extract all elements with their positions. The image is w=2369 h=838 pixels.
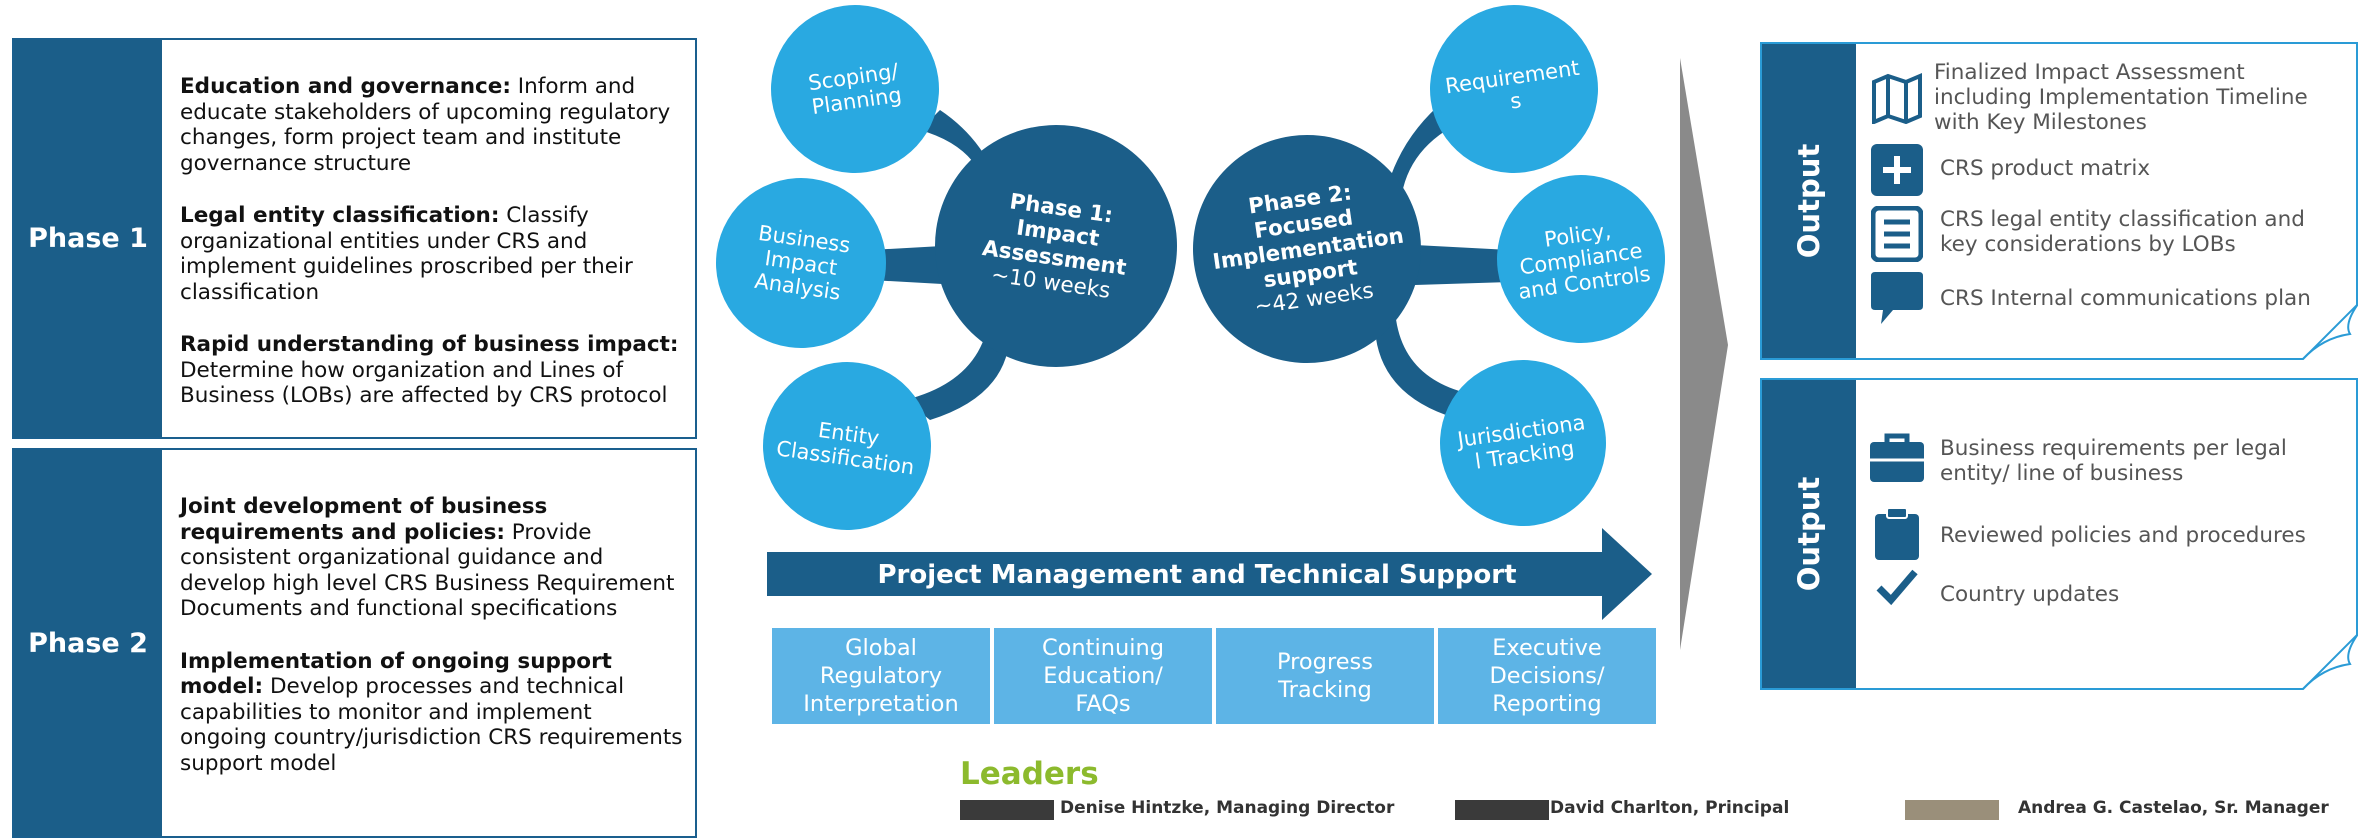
leader-photo xyxy=(1455,800,1549,820)
output-label-text: Output xyxy=(1792,476,1826,592)
plus-icon xyxy=(1869,142,1925,198)
item-text: Determine how organization and Lines of … xyxy=(180,357,668,409)
tile-progress-tracking: Progress Tracking xyxy=(1216,628,1434,724)
item-heading: Education and governance: xyxy=(180,74,511,99)
phase-2-item: Implementation of ongoing support model:… xyxy=(180,649,685,777)
page-curl xyxy=(2302,304,2358,360)
phase-1-description: Education and governance: Inform and edu… xyxy=(180,74,685,436)
leader-name: Denise Hintzke, Managing Director xyxy=(1060,798,1395,818)
item-text: Develop processes and technical capabili… xyxy=(180,674,683,776)
phase-2-panel: Phase 2 Joint development of business re… xyxy=(12,448,697,838)
phase-1-item: Rapid understanding of business impact: … xyxy=(180,332,685,409)
tile-label: Global Regulatory Interpretation xyxy=(803,635,959,717)
phase-1-panel: Phase 1 Education and governance: Inform… xyxy=(12,38,697,439)
tile-continuing-education: Continuing Education/ FAQs xyxy=(994,628,1212,724)
output-item: Reviewed policies and procedures xyxy=(1940,523,2306,548)
output-item: CRS product matrix xyxy=(1940,156,2151,181)
output-panel-2: Output Business requirements per legal e… xyxy=(1760,378,2358,690)
tile-global-regulatory: Global Regulatory Interpretation xyxy=(772,628,990,724)
tile-label: Executive Decisions/ Reporting xyxy=(1489,635,1605,717)
phase-1-item: Legal entity classification: Classify or… xyxy=(180,203,685,305)
node-label: Requirement s xyxy=(1443,55,1581,114)
phase-2-description: Joint development of business requiremen… xyxy=(180,494,685,803)
tile-label: Continuing Education/ FAQs xyxy=(1041,635,1165,717)
output-item: CRS Internal communications plan xyxy=(1940,286,2311,311)
item-heading: Rapid understanding of business impact: xyxy=(180,332,679,357)
phase-1-label: Phase 1 xyxy=(14,40,162,437)
node-label: Scoping/ Planning xyxy=(806,58,904,120)
item-heading: Legal entity classification: xyxy=(180,203,500,228)
phase-1-item: Education and governance: Inform and edu… xyxy=(180,74,685,176)
output-label-text: Output xyxy=(1792,143,1826,259)
item-text: Classify organizational entities under C… xyxy=(180,203,633,305)
item-text: Inform and educate stakeholders of upcom… xyxy=(180,74,671,176)
output-item: Business requirements per legal entity/ … xyxy=(1940,436,2287,486)
project-management-label: Project Management and Technical Support xyxy=(877,560,1517,590)
item-heading: Joint development of business requiremen… xyxy=(180,494,548,545)
output-label: Output xyxy=(1762,44,1856,358)
phase-2-label: Phase 2 xyxy=(14,450,162,836)
node-label: Policy, Compliance and Controls xyxy=(1516,218,1652,304)
page-curl xyxy=(2302,634,2358,690)
output-item: CRS legal entity classification and key … xyxy=(1940,207,2305,257)
checkmark-icon xyxy=(1869,558,1925,614)
hub-title: Phase 2: Focused Implementation support xyxy=(1211,179,1406,293)
tile-executive-decisions: Executive Decisions/ Reporting xyxy=(1438,628,1656,724)
node-label: Jurisdictiona l Tracking xyxy=(1455,410,1587,474)
tile-label: Progress Tracking xyxy=(1276,649,1374,703)
output-label: Output xyxy=(1762,380,1856,688)
output-item: Finalized Impact Assessment including Im… xyxy=(1934,60,2308,135)
briefcase-icon xyxy=(1869,430,1925,486)
leader-name: David Charlton, Principal xyxy=(1550,798,1790,818)
document-icon xyxy=(1869,206,1925,262)
clipboard-icon xyxy=(1869,506,1925,562)
item-heading: Implementation of ongoing support model: xyxy=(180,648,612,700)
map-icon xyxy=(1869,70,1925,126)
speech-bubble-icon xyxy=(1869,270,1925,326)
leaders-title: Leaders xyxy=(960,756,1099,792)
item-text: Provide consistent organizational guidan… xyxy=(180,519,675,622)
project-management-arrow xyxy=(767,528,1652,620)
output-panel-1: Output Finalized Impact Assessment inclu… xyxy=(1760,42,2358,360)
leader-name: Andrea G. Castelao, Sr. Manager xyxy=(2018,798,2329,818)
leader-photo xyxy=(960,800,1054,820)
node-label: Entity Classification xyxy=(774,417,916,480)
output-item: Country updates xyxy=(1940,582,2120,607)
leader-photo xyxy=(1905,800,1999,820)
node-label: Business Impact Analysis xyxy=(753,220,852,305)
phase-2-item: Joint development of business requiremen… xyxy=(180,494,685,622)
